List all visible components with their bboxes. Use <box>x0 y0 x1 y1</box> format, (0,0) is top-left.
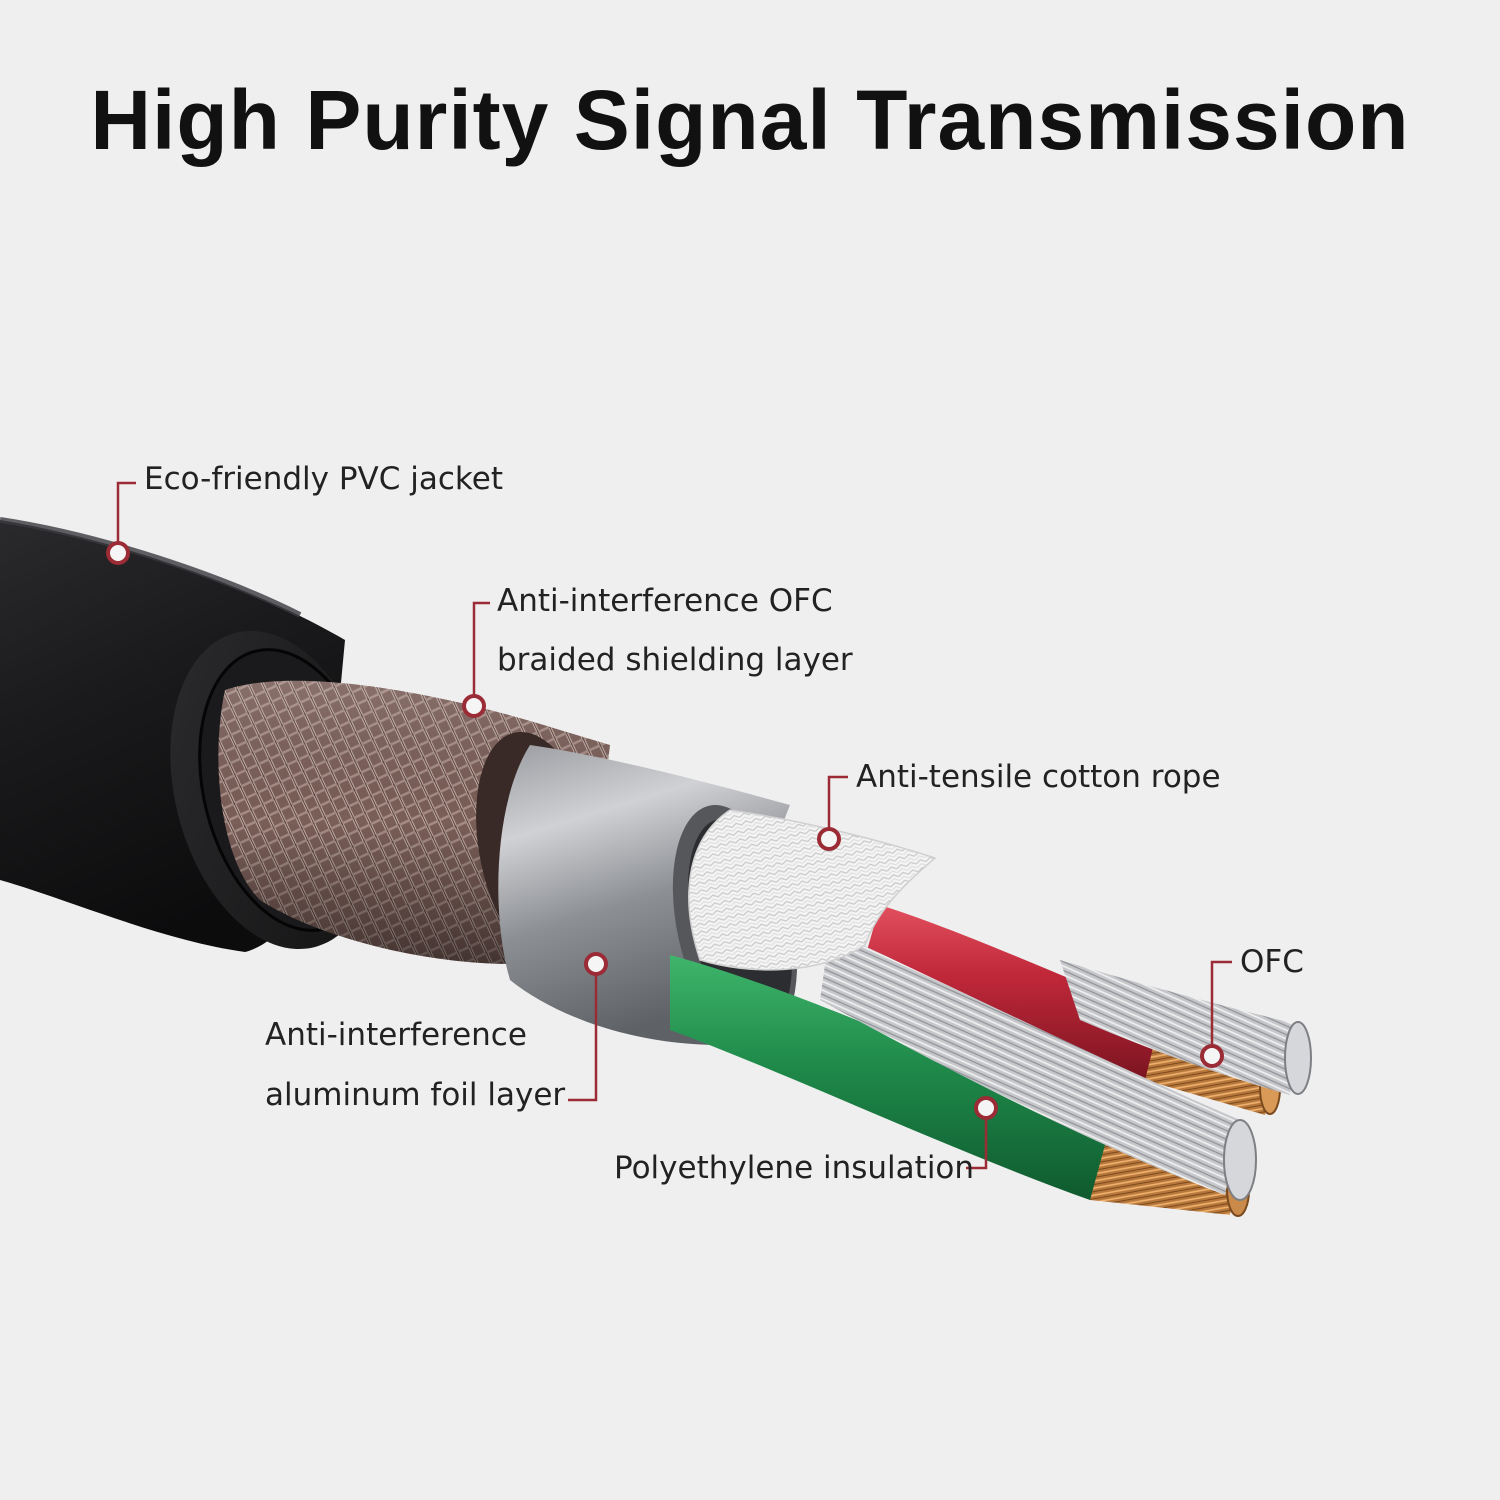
label-braid-line1: Anti-interference OFC <box>497 583 833 619</box>
leader-braid <box>472 601 490 706</box>
label-polyethylene-insulation: Polyethylene insulation <box>614 1150 975 1186</box>
marker-ofc <box>1200 1044 1224 1068</box>
leader-ofc <box>1210 960 1232 1055</box>
leader-insulation <box>966 1108 988 1170</box>
label-ofc: OFC <box>1240 944 1304 980</box>
leader-jacket <box>116 481 136 550</box>
marker-foil <box>584 952 608 976</box>
label-cotton-rope: Anti-tensile cotton rope <box>856 759 1221 795</box>
marker-insulation <box>974 1096 998 1120</box>
label-braid-line2: braided shielding layer <box>497 642 853 678</box>
tinned-strand-bundles <box>820 930 1312 1201</box>
leader-rope <box>827 775 848 837</box>
marker-braid <box>462 694 486 718</box>
cotton-rope <box>688 809 937 971</box>
label-pvc-jacket: Eco-friendly PVC jacket <box>144 461 503 497</box>
marker-jacket <box>106 541 130 565</box>
callout-markers <box>106 541 1224 1120</box>
leader-foil <box>568 965 598 1102</box>
page-title: High Purity Signal Transmission <box>90 73 1410 167</box>
label-foil-line1: Anti-interference <box>265 1017 527 1053</box>
marker-rope <box>817 827 841 851</box>
callout-leader-lines <box>116 481 1232 1170</box>
label-foil-line2: aluminum foil layer <box>265 1077 566 1113</box>
